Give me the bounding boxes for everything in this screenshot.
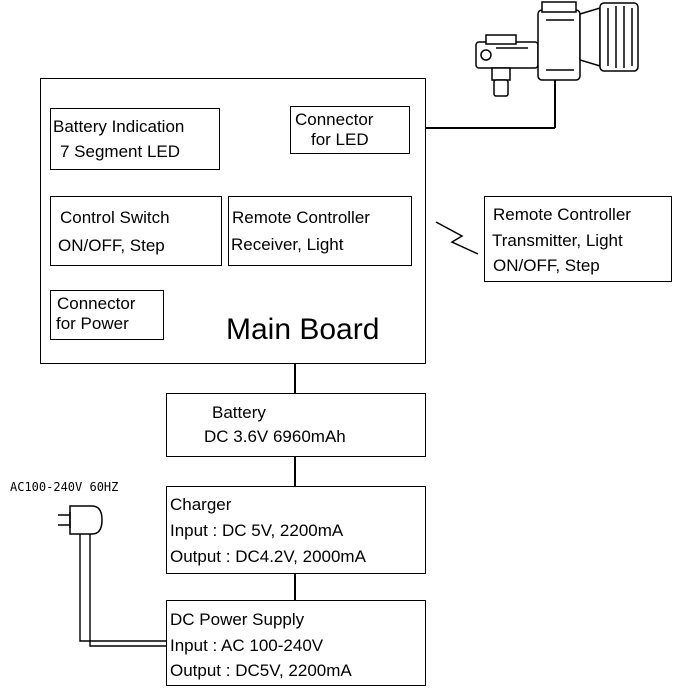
remote-transmitter-line1: Remote Controller — [493, 205, 631, 224]
board-battery-link — [294, 364, 296, 394]
battery-indication-line2: 7 Segment LED — [60, 142, 181, 161]
remote-receiver-line2: Receiver, Light — [231, 235, 344, 254]
battery-indication-line1: Battery Indication — [53, 117, 185, 136]
control-switch-box — [50, 196, 222, 266]
control-switch-line2: ON/OFF, Step — [58, 236, 165, 255]
connector-led-line1: Connector — [295, 110, 374, 129]
connector-power-line2: for Power — [56, 314, 129, 333]
connector-led-line2: for LED — [311, 130, 369, 149]
connector-power-box — [50, 290, 164, 340]
battery-box — [166, 393, 426, 457]
dc-power-supply-box — [166, 600, 426, 686]
charger-box — [166, 486, 426, 574]
main-board-title: Main Board — [226, 313, 380, 346]
ac-plug-icon — [58, 505, 103, 535]
ac-input-label: AC100-240V 60HZ — [10, 480, 119, 494]
remote-receiver-box — [228, 196, 412, 266]
remote-transmitter-box — [484, 196, 672, 282]
remote-transmitter-line2: Transmitter, Light — [492, 231, 623, 250]
dc-power-supply-line2: Input : AC 100-240V — [170, 636, 324, 655]
remote-receiver-line1: Remote Controller — [232, 208, 370, 227]
battery-charger-link — [294, 457, 296, 487]
charger-line2: Input : DC 5V, 2200mA — [170, 521, 344, 540]
wireless-signal-icon — [435, 221, 479, 255]
power-cable — [79, 534, 166, 647]
charger-psu-link — [294, 574, 296, 600]
dc-power-supply-line1: DC Power Supply — [170, 610, 305, 629]
connector-power-line1: Connector — [57, 294, 136, 313]
connector-led-box — [290, 106, 410, 154]
led-headlamp-icon — [475, 1, 639, 97]
led-cable-h — [410, 127, 555, 129]
control-switch-line1: Control Switch — [60, 208, 170, 227]
remote-transmitter-line3: ON/OFF, Step — [493, 256, 600, 275]
charger-line3: Output : DC4.2V, 2000mA — [170, 547, 366, 566]
battery-line2: DC 3.6V 6960mAh — [204, 427, 346, 446]
battery-indication-box — [50, 108, 220, 170]
charger-line1: Charger — [170, 495, 232, 514]
dc-power-supply-line3: Output : DC5V, 2200mA — [170, 661, 352, 680]
led-cable-v — [554, 80, 556, 128]
battery-line1: Battery — [212, 403, 266, 422]
